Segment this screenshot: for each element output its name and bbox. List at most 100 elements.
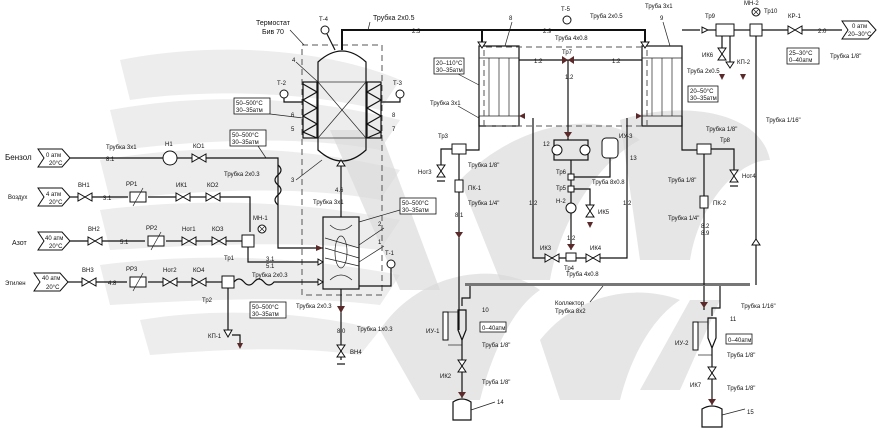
svg-text:Тр1: Тр1 bbox=[224, 256, 235, 262]
svg-text:20–110°C: 20–110°C bbox=[436, 61, 463, 67]
stream-4-6: 4.6 bbox=[335, 188, 344, 194]
thermometer-t2: Т-2 bbox=[277, 81, 303, 103]
valve-ik2 bbox=[457, 359, 467, 367]
stream-2-3: 2.3 bbox=[412, 29, 421, 35]
svg-text:ИК3: ИК3 bbox=[540, 246, 552, 252]
svg-text:Труба 4х0.8: Труба 4х0.8 bbox=[566, 272, 599, 278]
svg-text:Труба 1/8": Труба 1/8" bbox=[668, 178, 696, 184]
svg-text:20–50°C: 20–50°C bbox=[690, 89, 714, 95]
svg-text:3.1: 3.1 bbox=[103, 196, 112, 202]
svg-text:Труба 8х0.8: Труба 8х0.8 bbox=[592, 180, 625, 186]
valve-ik4 bbox=[585, 253, 595, 263]
svg-text:50–500°C: 50–500°C bbox=[232, 133, 259, 139]
svg-text:ВН1: ВН1 bbox=[78, 183, 90, 189]
watermark bbox=[100, 49, 770, 400]
svg-text:0–40атм: 0–40атм bbox=[789, 58, 812, 64]
label-5: 5 bbox=[291, 127, 295, 133]
svg-text:ПК-2: ПК-2 bbox=[713, 201, 727, 207]
svg-text:40 атм: 40 атм bbox=[42, 276, 60, 282]
svg-text:Т-4: Т-4 bbox=[319, 17, 329, 23]
thermometer-t1: Т-1 bbox=[359, 251, 396, 287]
svg-text:Тр10: Тр10 bbox=[764, 9, 778, 15]
input-benzene: Бензол 0 атм 20°C Трубка 3х1 8.1 Н1 КО1 bbox=[5, 142, 323, 251]
sample-line-right: Тр8 Нот4 Трубка 1/8" Труба 1/8" ПК-2 Тру… bbox=[668, 116, 756, 285]
svg-text:КП-1: КП-1 bbox=[208, 334, 222, 340]
svg-text:Трубка 2х0.3: Трубка 2х0.3 bbox=[252, 273, 288, 279]
outlet-train: Тр9 ИК6 Труба 2х0.5 КП-2 Тр10 МН-2 КР-1 … bbox=[687, 1, 877, 285]
svg-text:30–35атм: 30–35атм bbox=[252, 312, 279, 318]
svg-text:КП-2: КП-2 bbox=[737, 60, 751, 66]
svg-text:ИУ-1: ИУ-1 bbox=[426, 329, 440, 335]
svg-text:13: 13 bbox=[630, 156, 637, 162]
separator-10: 10 0–40атм ИУ-1 Труба 1/8" ИК2 Труба 1/8… bbox=[426, 286, 510, 421]
label-7: 7 bbox=[392, 127, 396, 133]
svg-text:ИУ-3: ИУ-3 bbox=[619, 134, 633, 140]
valve-vn4[interactable] bbox=[336, 344, 346, 358]
svg-text:1.2: 1.2 bbox=[565, 75, 574, 81]
svg-text:Трубка 1/4": Трубка 1/4" bbox=[468, 201, 499, 207]
thermometer-t5 bbox=[562, 15, 572, 25]
svg-text:0 атм: 0 атм bbox=[46, 153, 61, 159]
svg-text:1.2: 1.2 bbox=[567, 236, 576, 242]
svg-text:Нот4: Нот4 bbox=[742, 174, 756, 180]
svg-text:РР1: РР1 bbox=[126, 182, 138, 188]
svg-text:5.1: 5.1 bbox=[120, 240, 129, 246]
svg-text:8.1: 8.1 bbox=[455, 213, 464, 219]
svg-text:1.2: 1.2 bbox=[612, 59, 621, 65]
svg-text:Н1: Н1 bbox=[165, 142, 173, 148]
tube-3x1-left: Трубка 3х1 bbox=[430, 101, 461, 107]
svg-text:20°C: 20°C bbox=[46, 285, 60, 291]
svg-text:8.9: 8.9 bbox=[701, 231, 710, 237]
svg-text:ИК2: ИК2 bbox=[440, 374, 452, 380]
svg-text:9: 9 bbox=[660, 16, 664, 22]
svg-text:30–35атм: 30–35атм bbox=[236, 108, 263, 114]
svg-text:30–35атм: 30–35атм bbox=[402, 208, 429, 214]
input-nitrogen: Азот 40 атм 20°C ВН2 5.1 РР2 Нот1 КО3 Тр… bbox=[12, 216, 324, 279]
svg-text:Тр6: Тр6 bbox=[556, 170, 567, 176]
svg-text:ИК4: ИК4 bbox=[590, 246, 602, 252]
tube-2x05-top: Трубка 2х0.5 bbox=[373, 14, 415, 22]
svg-text:30–35атм: 30–35атм bbox=[232, 140, 259, 146]
svg-text:50–500°C: 50–500°C bbox=[252, 305, 279, 311]
svg-text:Тр9: Тр9 bbox=[705, 14, 716, 20]
svg-text:Нот1: Нот1 bbox=[182, 227, 196, 233]
reactor-outlet-line bbox=[341, 29, 483, 50]
svg-text:Тр5: Тр5 bbox=[556, 186, 567, 192]
condition-box-preheater: 50–500°C 30–35атм bbox=[229, 129, 267, 159]
svg-text:1.2: 1.2 bbox=[534, 59, 543, 65]
tank-15 bbox=[701, 405, 723, 428]
svg-text:4 атм: 4 атм bbox=[46, 192, 61, 198]
line-2-9 bbox=[482, 29, 646, 42]
label-4: 4 bbox=[292, 58, 296, 64]
svg-text:12: 12 bbox=[543, 142, 550, 148]
svg-text:Труба 2х0.5: Труба 2х0.5 bbox=[590, 14, 623, 20]
svg-text:Воздух: Воздух bbox=[8, 195, 27, 201]
svg-text:Труба 3х1: Труба 3х1 bbox=[645, 4, 673, 10]
valve-ik7 bbox=[707, 366, 717, 374]
svg-text:КО4: КО4 bbox=[193, 268, 205, 274]
condition-box-ethylene: 50–500°C 30–35атм bbox=[249, 301, 287, 319]
svg-text:20°C: 20°C bbox=[49, 161, 63, 167]
condenser-12: 12 bbox=[543, 139, 591, 161]
svg-text:Этилен: Этилен bbox=[5, 281, 26, 287]
svg-text:Трубка 1/8": Трубка 1/8" bbox=[468, 163, 499, 169]
svg-text:30–35атм: 30–35атм bbox=[690, 96, 717, 102]
filter-pk1 bbox=[454, 179, 464, 193]
svg-text:8.2: 8.2 bbox=[701, 224, 710, 230]
svg-text:8: 8 bbox=[509, 16, 513, 22]
collector: Коллектор Трубка 8х2 bbox=[465, 283, 750, 315]
level-gauge-iu2 bbox=[692, 321, 699, 351]
svg-text:ВН3: ВН3 bbox=[82, 268, 94, 274]
svg-text:8.1: 8.1 bbox=[106, 157, 115, 163]
svg-text:Тр3: Тр3 bbox=[438, 134, 449, 140]
svg-text:Трубка 1/4": Трубка 1/4" bbox=[668, 216, 699, 222]
svg-text:МН-2: МН-2 bbox=[744, 1, 759, 7]
svg-text:0 атм: 0 атм bbox=[852, 24, 867, 30]
svg-text:25–30°C: 25–30°C bbox=[789, 51, 813, 57]
svg-text:Бензол: Бензол bbox=[5, 153, 32, 162]
svg-text:Коллектор: Коллектор bbox=[555, 301, 585, 307]
svg-text:Труба 1/8": Труба 1/8" bbox=[727, 386, 755, 392]
tee-tr4 bbox=[565, 252, 577, 262]
svg-text:ПК-1: ПК-1 bbox=[468, 186, 482, 192]
relief-valve-kp1 bbox=[223, 329, 233, 339]
